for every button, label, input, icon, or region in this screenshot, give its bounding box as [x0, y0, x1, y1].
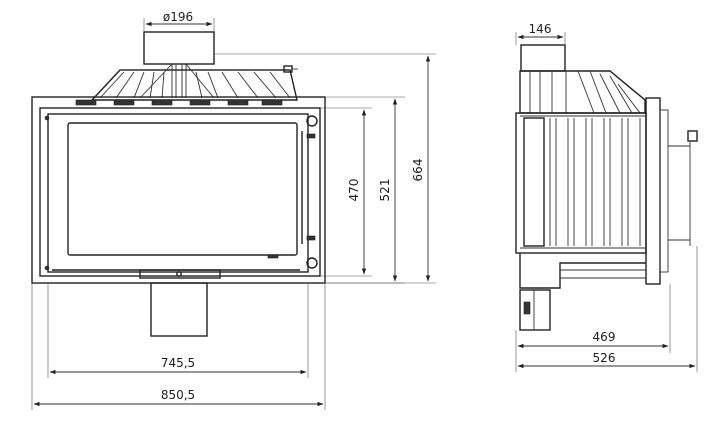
label-flue-depth: 146 — [529, 22, 552, 36]
brand-logo — [267, 254, 279, 259]
side-view: 146 469 526 — [515, 22, 698, 372]
label-frame-height: 521 — [378, 179, 392, 202]
hood-ribs — [99, 63, 291, 99]
side-flue-collar — [520, 44, 566, 72]
door — [47, 113, 309, 273]
label-overall-width: 850,5 — [161, 388, 195, 402]
side-ash-box — [519, 289, 551, 331]
label-glass-height: 470 — [347, 179, 361, 202]
side-hood — [519, 70, 646, 114]
dim-frame-height: 521 — [325, 96, 405, 284]
ash-drawer — [150, 282, 208, 337]
dim-overall-width: 850,5 — [31, 283, 326, 410]
flue-collar — [143, 31, 215, 65]
label-glass-width: 745,5 — [161, 356, 195, 370]
label-flue-diameter: ø196 — [163, 10, 193, 24]
dim-total-height: 664 — [214, 53, 436, 284]
dim-total-depth: 526 — [517, 246, 698, 372]
label-body-depth: 469 — [593, 330, 616, 344]
dim-body-depth: 469 — [515, 284, 671, 372]
dim-glass-width: 745,5 — [47, 283, 309, 378]
ash-tray-front — [139, 269, 221, 279]
door-frame — [39, 107, 321, 277]
dim-flue-depth: 146 — [515, 22, 566, 45]
side-hood-ribs — [529, 70, 641, 114]
side-fins — [520, 115, 646, 249]
side-door-tab — [687, 130, 698, 142]
front-view: ø196 745,5 850,5 470 521 — [31, 10, 436, 410]
label-total-depth: 526 — [593, 351, 616, 365]
hinge-bottom — [306, 257, 318, 269]
dim-flue-diameter: ø196 — [143, 10, 215, 32]
dim-glass-height: 470 — [320, 107, 372, 277]
side-body — [515, 112, 647, 254]
glass-window — [67, 122, 298, 256]
vent-strip — [75, 99, 283, 106]
side-lower-body — [519, 253, 646, 289]
hinge-top — [306, 115, 318, 127]
label-total-height: 664 — [411, 159, 425, 182]
side-front-panel — [645, 97, 661, 285]
